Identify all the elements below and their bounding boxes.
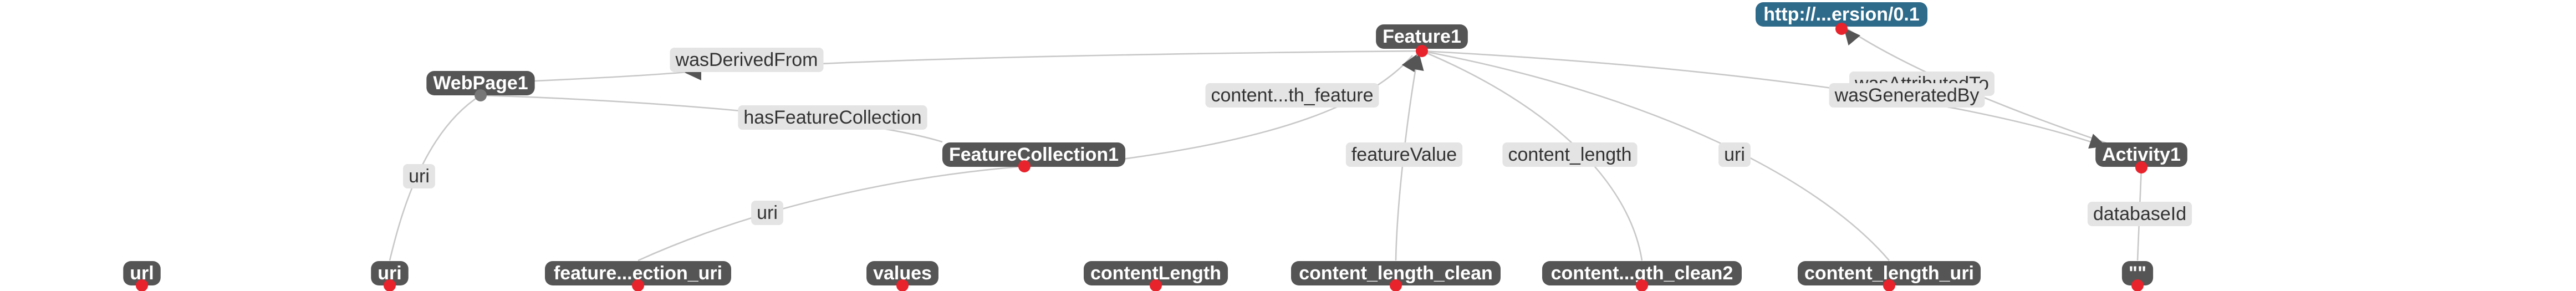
node-content_length_clean[interactable]: content_length_clean <box>1291 261 1501 291</box>
node-box[interactable] <box>1083 261 1228 285</box>
edge-label-hasFeatureCollection: hasFeatureCollection <box>738 105 927 130</box>
edge-label-text: uri <box>757 202 778 223</box>
node-port[interactable] <box>2131 279 2144 291</box>
node-box[interactable] <box>1542 261 1742 285</box>
node-values[interactable]: values <box>866 261 938 291</box>
node-featurecollection1[interactable]: FeatureCollection1 <box>942 142 1126 172</box>
edge-label-background <box>1205 83 1379 108</box>
edge-uri_fc <box>637 165 1025 262</box>
edge-label-text: wasGeneratedBy <box>1834 85 1980 106</box>
node-port[interactable] <box>896 279 909 291</box>
node-url[interactable]: url <box>123 261 161 291</box>
node-version_uri[interactable]: http://...ersion/0.1 <box>1756 2 1927 35</box>
edge-label-background <box>1502 142 1638 167</box>
node-port[interactable] <box>1018 160 1031 172</box>
edge-label-background <box>1718 142 1751 167</box>
node-box[interactable] <box>371 261 409 285</box>
edge-arrowhead-wasAttributedTo <box>1844 28 1861 45</box>
edge-label-text: uri <box>409 166 430 187</box>
node-box[interactable] <box>1797 261 1981 285</box>
node-box[interactable] <box>866 261 938 285</box>
node-webpage1[interactable]: WebPage1 <box>426 71 535 101</box>
node-label: FeatureCollection1 <box>949 144 1119 165</box>
node-port[interactable] <box>1835 23 1848 35</box>
node-box[interactable] <box>1376 24 1468 49</box>
edge-label-background <box>1345 142 1463 167</box>
edge-label-background <box>738 105 927 130</box>
edge-label-content_of_feature: content...th_feature <box>1205 83 1379 108</box>
node-port[interactable] <box>632 279 644 291</box>
edge-label-background <box>1829 83 1985 108</box>
node-port[interactable] <box>384 279 396 291</box>
node-content_length_uri[interactable]: content_length_uri <box>1797 261 1981 291</box>
edge-label-uri_fc: uri <box>751 201 783 225</box>
edge-label-featureValue: featureValue <box>1345 142 1463 167</box>
nodes-layer: Feature1 http://...ersion/0.1WebPage1Feat… <box>123 2 2187 291</box>
node-box[interactable] <box>426 71 535 95</box>
edge-label-wasGeneratedBy: wasGeneratedBy <box>1829 83 1985 108</box>
node-box[interactable] <box>123 261 161 285</box>
node-box[interactable] <box>2095 142 2187 167</box>
edge-label-uri_feature: uri <box>1718 142 1751 167</box>
edge-label-background <box>751 201 783 225</box>
edge-label-text: hasFeatureCollection <box>743 107 921 128</box>
node-port[interactable] <box>1636 279 1648 291</box>
edge-labels-layer: wasDerivedFrom hasFeatureCollection uri con… <box>403 48 2192 226</box>
node-box[interactable] <box>1756 2 1927 27</box>
edge-content_of_feature <box>1122 55 1413 160</box>
node-port[interactable] <box>1416 45 1428 57</box>
node-uri[interactable]: uri <box>371 261 409 291</box>
node-label: http://...ersion/0.1 <box>1763 4 1919 25</box>
edge-label-background <box>2087 202 2192 226</box>
edge-label-text: wasDerivedFrom <box>675 49 818 70</box>
node-port[interactable] <box>136 279 148 291</box>
edge-label-text: content...th_feature <box>1211 85 1374 106</box>
node-contentlength[interactable]: contentLength <box>1083 261 1228 291</box>
edge-arrowhead-featureValue <box>1409 53 1424 71</box>
edge-label-text: featureValue <box>1351 144 1457 165</box>
edge-wasDerivedFrom <box>509 50 1422 83</box>
edge-uri_feature <box>1421 50 1890 261</box>
node-box[interactable] <box>2121 261 2154 285</box>
node-feature1[interactable]: Feature1 <box>1376 24 1468 57</box>
edges-layer <box>389 28 2143 262</box>
edge-label-wasDerivedFrom: wasDerivedFrom <box>670 48 824 72</box>
node-port[interactable] <box>1883 279 1895 291</box>
node-activity1[interactable]: Activity1 <box>2095 142 2187 173</box>
edge-label-background <box>670 48 824 72</box>
node-content_length_clean2[interactable]: content...gth_clean2 <box>1542 261 1742 291</box>
node-port[interactable] <box>2135 161 2147 173</box>
edge-wasGeneratedBy <box>1421 50 2101 146</box>
edge-label-uri_webpage: uri <box>403 164 435 188</box>
node-port[interactable] <box>1390 279 1402 291</box>
edge-label-background <box>403 164 435 188</box>
node-feature_collection_uri[interactable]: feature...ection_uri <box>545 261 731 291</box>
node-box[interactable] <box>942 142 1126 167</box>
edge-label-text: content_length <box>1508 144 1631 165</box>
node-box[interactable] <box>545 261 731 285</box>
edge-label-content_length: content_length <box>1502 142 1638 167</box>
edge-label-databaseId: databaseId <box>2087 202 2192 226</box>
node-port[interactable] <box>1150 279 1162 291</box>
node-port[interactable] <box>475 89 487 101</box>
node-dbid[interactable]: "" <box>2121 261 2154 291</box>
edge-label-text: uri <box>1724 144 1745 165</box>
node-label: Feature1 <box>1383 26 1461 47</box>
edge-label-text: databaseId <box>2093 203 2186 224</box>
node-box[interactable] <box>1291 261 1501 285</box>
